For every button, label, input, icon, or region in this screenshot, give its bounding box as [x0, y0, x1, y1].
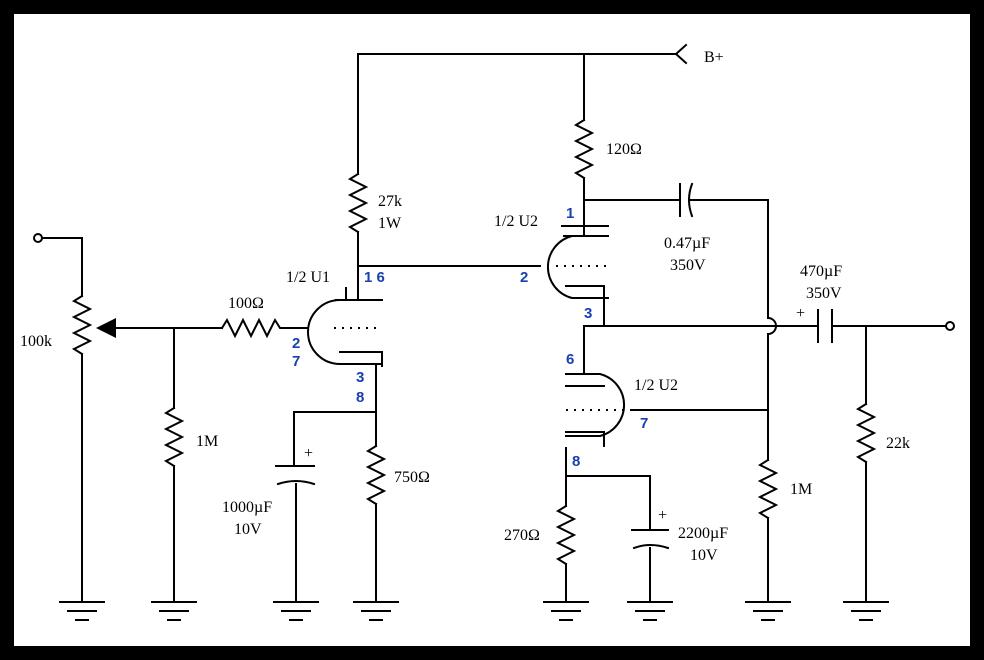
- resistor-load: 22k: [855, 325, 910, 603]
- r-grid-leak-label: 1M: [196, 433, 218, 450]
- u2b-label: 1/2 U2: [634, 377, 678, 394]
- c-output-voltage: 350V: [806, 285, 842, 302]
- u2b-grid-pin: 7: [640, 415, 648, 432]
- r-27k-power-label: 1W: [378, 215, 402, 232]
- ground-symbols: [59, 601, 889, 621]
- u2b-cathode-network: + 2200µF 10V 270Ω: [504, 475, 728, 603]
- ground-icon: [627, 601, 673, 621]
- schematic-sheet: B+ 100k 1M 100Ω 1/2 U1 1 6 2 7 3 8: [14, 14, 970, 646]
- r-cathode-u2b-label: 270Ω: [504, 527, 540, 544]
- r-27k-label: 27k: [378, 193, 402, 210]
- c-bypass1-voltage: 10V: [234, 521, 262, 538]
- u1-plate-pins: 1 6: [364, 269, 385, 286]
- r-cathode-u1-label: 750Ω: [394, 469, 430, 486]
- resistor-grid-leak: 1M: [163, 327, 218, 603]
- ground-icon: [745, 601, 791, 621]
- c-bypass1-polarity: +: [304, 445, 313, 462]
- c-bypass1-value: 1000µF: [222, 499, 272, 516]
- c-output-value: 470µF: [800, 263, 842, 280]
- c-coupling-voltage: 350V: [670, 257, 706, 274]
- ground-icon: [353, 601, 399, 621]
- ground-icon: [843, 601, 889, 621]
- u1-grid-pin-a: 2: [292, 335, 300, 352]
- resistor-grid-stopper: 100Ω: [220, 295, 309, 339]
- input-terminal: [33, 233, 43, 243]
- capacitor-coupling: 0.47µF 350V: [583, 182, 777, 461]
- r-grid-label: 100Ω: [228, 295, 264, 312]
- u2a-grid-pin: 2: [520, 269, 528, 286]
- c-bypass2-value: 2200µF: [678, 525, 728, 542]
- ground-icon: [273, 601, 319, 621]
- tube-amplifier-schematic: B+ 100k 1M 100Ω 1/2 U1 1 6 2 7 3 8: [20, 43, 955, 621]
- r-plate-u2-label: 120Ω: [606, 141, 642, 158]
- u1-grid-pin-b: 7: [292, 353, 300, 370]
- capacitor-output: + 470µF 350V: [796, 263, 955, 343]
- tube-u2b: 1/2 U2 6 7 8: [565, 325, 769, 477]
- ground-icon: [543, 601, 589, 621]
- u2a-plate-pin: 1: [566, 205, 574, 222]
- u1-cathode-pin-b: 8: [356, 389, 364, 406]
- c-bypass2-voltage: 10V: [690, 547, 718, 564]
- u1-cathode-network: + 1000µF 10V 750Ω: [222, 411, 430, 603]
- u1-label: 1/2 U1: [286, 269, 330, 286]
- resistor-out-bias: 1M: [757, 458, 812, 603]
- ground-icon: [59, 601, 105, 621]
- input-potentiometer: 100k: [20, 233, 223, 603]
- resistor-27k: 27k 1W: [347, 53, 402, 269]
- ground-icon: [151, 601, 197, 621]
- u1-cathode-pin-a: 3: [356, 369, 364, 386]
- u2a-label: 1/2 U2: [494, 213, 538, 230]
- output-terminal: [945, 321, 955, 331]
- r-load-label: 22k: [886, 435, 910, 452]
- tube-u1: 1/2 U1 1 6 2 7 3 8: [286, 267, 385, 413]
- c-output-polarity: +: [796, 305, 805, 322]
- u2b-cathode-pin: 8: [572, 453, 580, 470]
- b-plus-rail: B+: [357, 43, 724, 66]
- r-out-bias-label: 1M: [790, 481, 812, 498]
- pot-wiper-arrow: [96, 318, 116, 338]
- c-bypass2-polarity: +: [658, 507, 667, 524]
- u2a-cathode-pin: 3: [584, 305, 592, 322]
- c-coupling-value: 0.47µF: [664, 235, 710, 252]
- u2b-plate-pin: 6: [566, 351, 574, 368]
- tube-u2a: 120Ω 1/2 U2 1 2 3: [494, 53, 642, 327]
- b-plus-label: B+: [704, 49, 724, 66]
- pot-label: 100k: [20, 333, 52, 350]
